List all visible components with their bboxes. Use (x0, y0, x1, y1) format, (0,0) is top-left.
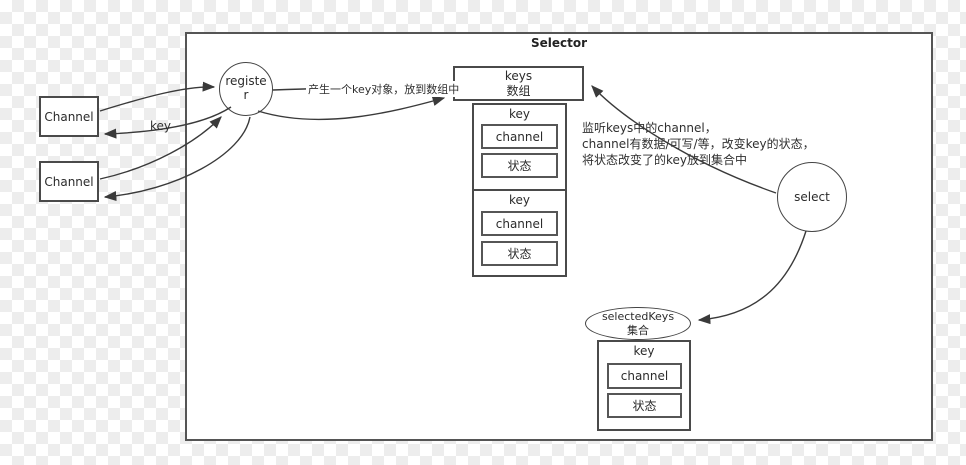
key-record-1-status: 状态 (481, 153, 558, 178)
select-annotation-line3: 将状态改变了的key放到集合中 (582, 153, 748, 168)
selected-key-record-status-label: 状态 (632, 399, 657, 413)
selector-title: Selector (530, 36, 588, 50)
key-record-2-title: key (508, 193, 530, 207)
selectedkeys-subtitle: 集合 (627, 323, 649, 337)
select-annotation-line1: 监听keys中的channel， (582, 121, 717, 135)
key-record-2-status-label: 状态 (507, 247, 532, 261)
key-record-2-channel-label: channel (495, 216, 544, 231)
selected-key-record-status: 状态 (607, 393, 682, 418)
keys-array-subtitle: 数组 (506, 83, 531, 98)
edge-label-key: key (150, 119, 172, 133)
channel-box-2: Channel (39, 161, 99, 202)
selected-key-record-channel-label: channel (620, 369, 669, 383)
edge-label-produce-key: 产生一个key对象，放到数组中 (306, 81, 462, 97)
channel-box-1: Channel (39, 96, 99, 137)
selectedkeys-ellipse: selectedKeys 集合 (585, 307, 691, 340)
key-record-2-channel: channel (481, 211, 558, 236)
register-circle: register (219, 62, 273, 116)
channel-box-1-label: Channel (44, 109, 94, 124)
select-annotation: 监听keys中的channel， channel有数据/可写/等，改变key的状… (582, 120, 892, 169)
select-circle: select (777, 162, 847, 232)
key-record-2-status: 状态 (481, 241, 558, 266)
key-record-1-channel: channel (481, 124, 558, 149)
key-record-1-status-label: 状态 (507, 159, 532, 173)
key-record-1-channel-label: channel (495, 129, 544, 144)
selected-key-record-channel: channel (607, 363, 682, 389)
key-record-1-title: key (508, 107, 530, 121)
keys-array-box: keys 数组 (453, 66, 584, 101)
keys-array-name: keys (504, 68, 533, 83)
channel-box-2-label: Channel (44, 174, 94, 189)
selectedkeys-name: selectedKeys (601, 309, 675, 323)
select-annotation-line2: channel有数据/可写/等，改变key的状态， (582, 137, 815, 152)
register-label: register (225, 74, 267, 102)
selected-key-record-title: key (633, 344, 655, 358)
select-label: select (794, 190, 830, 204)
